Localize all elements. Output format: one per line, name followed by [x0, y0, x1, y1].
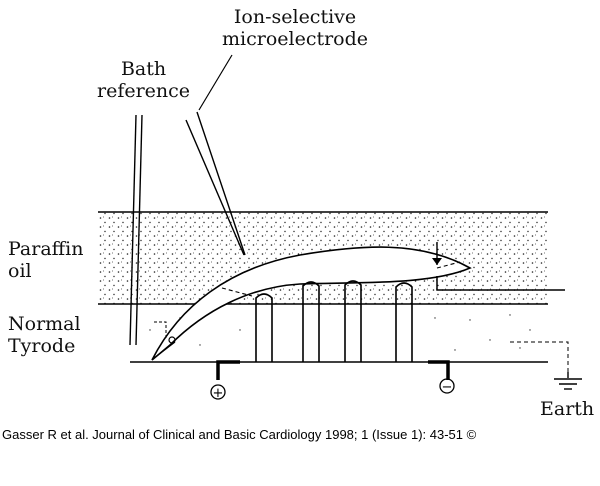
bath-reference-line-left — [129, 114, 137, 346]
bath-reference-line-right — [135, 114, 143, 346]
normal-tyrode-label: Normal Tyrode — [8, 313, 81, 357]
paraffin-oil-label: Paraffin oil — [8, 238, 83, 282]
citation-credit: Gasser R et al. Journal of Clinical and … — [2, 427, 477, 442]
microelectrode-line-inner — [196, 111, 246, 256]
tyrode-dots — [149, 314, 531, 351]
positive-symbol: + — [213, 386, 224, 401]
muscle-preparation — [151, 246, 472, 361]
electrode-u-2 — [302, 281, 320, 362]
normal-tyrode-label-line2: Tyrode — [8, 335, 76, 357]
negative-symbol-ring — [439, 378, 455, 394]
positive-symbol-ring — [210, 384, 226, 400]
microelectrode-label: Ion-selective microelectrode — [222, 6, 368, 50]
microelectrode-pointer — [198, 54, 233, 111]
bath-reference-label-line1: Bath — [120, 58, 167, 80]
negative-plate — [428, 360, 450, 380]
transducer-wire — [436, 276, 565, 291]
shielding-line — [510, 341, 569, 372]
muscle-tip-line — [157, 341, 176, 356]
normal-tyrode-label-line1: Normal — [8, 313, 81, 335]
electrode-u-3 — [344, 280, 362, 362]
tip-bracket — [154, 321, 167, 338]
paraffin-oil-label-line2: oil — [8, 260, 32, 282]
tip-ring — [168, 336, 176, 344]
bath-reference-label-line2: reference — [97, 80, 191, 102]
cross-section-left — [221, 287, 253, 297]
stimulation-electrodes — [255, 280, 413, 362]
microelectrode-line-outer — [185, 119, 245, 256]
microelectrode-label-line1: Ion-selective — [233, 6, 357, 28]
positive-plate — [216, 360, 240, 380]
bath-reference-label: Bath reference — [97, 58, 190, 102]
earth-icon — [554, 372, 582, 390]
hook-tip — [432, 258, 442, 265]
earth-label: Earth — [540, 398, 595, 420]
paraffin-oil-label-line1: Paraffin — [8, 238, 84, 260]
electrode-u-1 — [255, 293, 273, 362]
cross-section-right — [436, 261, 461, 269]
microelectrode-label-line2: microelectrode — [222, 28, 369, 50]
negative-symbol: − — [442, 380, 453, 395]
electrode-u-4 — [395, 282, 413, 362]
